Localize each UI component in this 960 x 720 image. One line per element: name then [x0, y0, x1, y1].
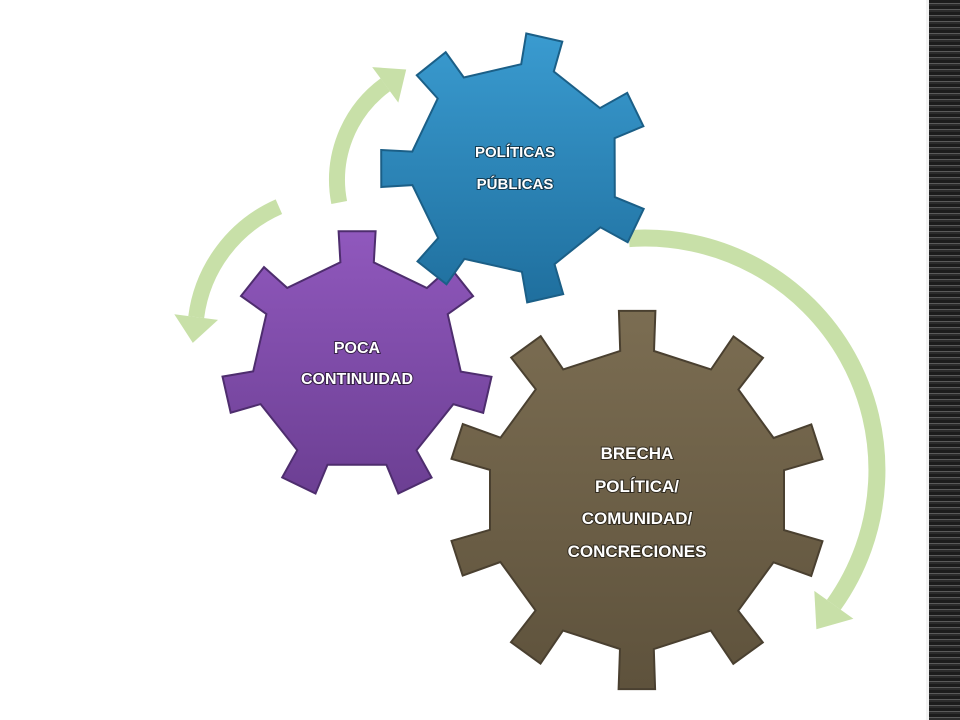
decorative-side-strip: [926, 0, 960, 720]
cycle-arrow-right: [628, 229, 886, 610]
cycle-arrow-left: [188, 199, 283, 319]
cycle-arrow-left-head: [174, 314, 218, 343]
gear-politicas: POLÍTICAS PÚBLICAS: [380, 32, 646, 304]
gear-politicas-line-1: POLÍTICAS: [475, 144, 555, 161]
gear-poca-line-2: CONTINUIDAD: [301, 371, 413, 388]
cycle-arrow-top: [329, 78, 391, 205]
gear-poca: POCA CONTINUIDAD: [221, 230, 493, 495]
gear-poca-line-1: POCA: [334, 340, 381, 357]
gear-brecha-shape: [450, 309, 824, 691]
gear-brecha-line-4: CONCRECIONES: [568, 542, 707, 561]
cycle-arrow-top-head: [372, 67, 407, 103]
gear-brecha-line-1: BRECHA: [601, 444, 674, 463]
cycle-arrow-right-head: [814, 590, 854, 630]
gear-politicas-shape: [380, 32, 646, 304]
gear-brecha: BRECHA POLÍTICA/ COMUNIDAD/ CONCRECIONES: [450, 309, 824, 691]
gear-brecha-line-3: COMUNIDAD/: [582, 509, 693, 528]
gear-brecha-line-2: POLÍTICA/: [595, 477, 679, 496]
gear-politicas-line-2: PÚBLICAS: [477, 175, 554, 193]
